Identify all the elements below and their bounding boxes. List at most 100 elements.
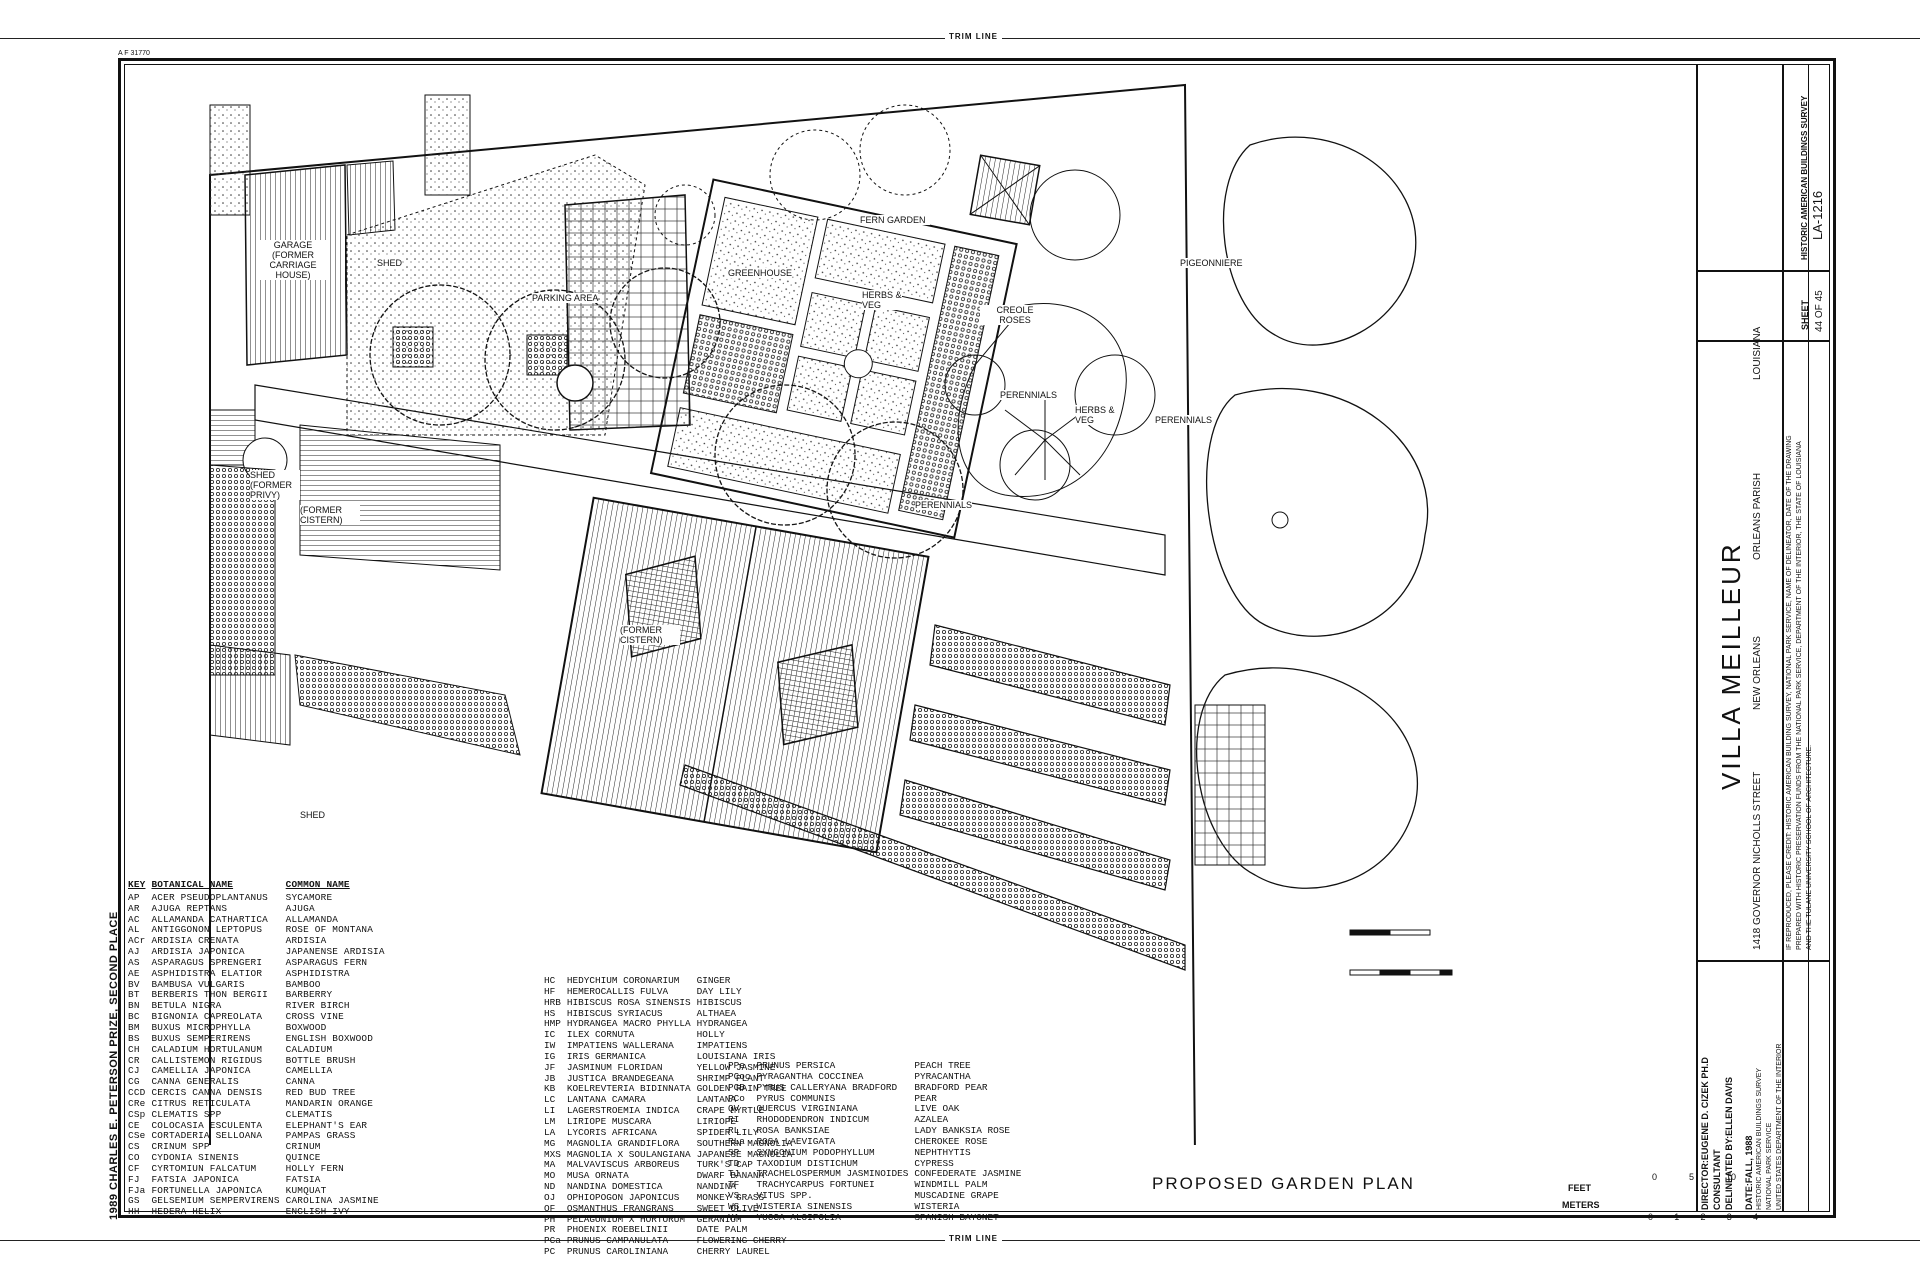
key-common: AJUGA xyxy=(285,902,315,914)
key-common: HOLLY FERN xyxy=(285,1162,344,1174)
key-botanical: OPHIOPOGON JAPONICUS xyxy=(566,1191,680,1203)
key-code: CCD xyxy=(128,1087,146,1099)
key-common: HIBISCUS xyxy=(696,996,742,1008)
key-code: YA xyxy=(728,1211,740,1223)
key-common: HYDRANGEA xyxy=(696,1018,748,1030)
key-botanical: AJUGA REPTANS xyxy=(151,902,228,914)
key-code: MXS xyxy=(544,1148,561,1160)
key-common: LADY BANKSIA ROSE xyxy=(914,1125,1011,1137)
label-former-cistern-1: (FORMER CISTERN) xyxy=(300,505,360,525)
key-botanical: PRUNUS CAMPANULATA xyxy=(566,1235,669,1247)
key-common: ROSE OF MONTANA xyxy=(285,924,374,936)
key-code: CS xyxy=(128,1141,140,1153)
key-botanical: TRACHYCARPUS FORTUNEI xyxy=(756,1179,875,1191)
key-code: AP xyxy=(128,891,140,903)
key-common: ASPHIDISTRA xyxy=(285,967,350,979)
key-code: TF xyxy=(728,1179,740,1191)
key-common: SOUTHERN MAGNOLIA xyxy=(696,1137,793,1149)
label-perennials-1: PERENNIALS xyxy=(1000,390,1058,400)
key-code: MO xyxy=(544,1170,556,1182)
scale-feet-ticks: 0 5 10 xyxy=(1652,1172,1736,1182)
key-common: NEPHTHYTIS xyxy=(914,1146,971,1158)
key-code: KB xyxy=(544,1083,556,1095)
key-common: SWEET OLIVE xyxy=(696,1202,759,1214)
key-common: QUINCE xyxy=(285,1152,321,1164)
key-common: SYCAMORE xyxy=(285,891,333,903)
key-code: OJ xyxy=(544,1191,556,1203)
key-common: GOLDEN RAIN TREE xyxy=(696,1083,787,1095)
key-common: SPANISH BAYONET xyxy=(914,1211,999,1223)
key-botanical: YUCCA ALOIFOLIA xyxy=(756,1211,841,1223)
key-common: CHEROKEE ROSE xyxy=(914,1135,988,1147)
key-botanical: CORTADERIA SELLOANA xyxy=(151,1130,263,1142)
key-common: JAPANENSE ARDISIA xyxy=(285,946,385,958)
key-code: PCa xyxy=(544,1235,561,1247)
key-common: CROSS VINE xyxy=(285,1011,344,1023)
key-common: WISTERIA xyxy=(914,1200,960,1212)
key-botanical: HEDYCHIUM CORONARIUM xyxy=(566,975,680,986)
scale-tick: 3 xyxy=(1726,1212,1732,1222)
key-code: HH xyxy=(128,1206,140,1218)
key-code: PCB xyxy=(728,1081,745,1093)
key-botanical: CRINUM SPP xyxy=(151,1141,210,1153)
key-botanical: LANTANA CAMARA xyxy=(566,1094,646,1106)
key-botanical: ASPHIDISTRA ELATIOR xyxy=(151,967,263,979)
key-botanical: QUERCUS VIRGINIANA xyxy=(756,1103,858,1115)
key-code: TJ xyxy=(728,1168,740,1180)
sheet-frame xyxy=(118,58,1836,1218)
key-code: PCo xyxy=(728,1092,745,1104)
key-code: TD xyxy=(728,1157,740,1169)
sheet-inner-border xyxy=(124,64,1830,1212)
key-botanical: JASMINUM FLORIDAN xyxy=(566,1061,663,1073)
key-botanical: FATSIA JAPONICA xyxy=(151,1173,239,1185)
key-code: LC xyxy=(544,1094,556,1106)
scale-tick: 4 xyxy=(1752,1212,1758,1222)
key-code: GS xyxy=(128,1195,140,1207)
key-code: IC xyxy=(544,1029,556,1041)
key-botanical: PRUNUS CAROLINIANA xyxy=(566,1246,669,1258)
label-shed-bottom: SHED xyxy=(300,810,326,820)
prize-label: 1989 CHARLES E. PETERSON PRIZE, SECOND P… xyxy=(108,911,120,1220)
key-code: FJa xyxy=(128,1184,146,1196)
label-garage: GARAGE (FORMER CARRIAGE HOUSE) xyxy=(258,240,328,280)
key-botanical: ARDISIA JAPONICA xyxy=(151,946,245,958)
key-code: LA xyxy=(544,1126,556,1138)
sheet-number: 44 OF 45 xyxy=(1814,290,1825,332)
key-botanical: HIBISCUS ROSA SINENSIS xyxy=(566,996,691,1008)
key-botanical: MAGNOLIA GRANDIFLORA xyxy=(566,1137,680,1149)
label-perennials-3: PERENNIALS xyxy=(1155,415,1213,425)
key-botanical: CALADIUM HORTULANUM xyxy=(151,1043,263,1055)
key-code: CF xyxy=(128,1162,140,1174)
key-common: MANDARIN ORANGE xyxy=(285,1097,374,1109)
key-code: AJ xyxy=(128,946,140,958)
key-botanical: BAMBUSA VULGARIS xyxy=(151,978,245,990)
key-code: QV xyxy=(728,1103,740,1115)
key-common: PYRACANTHA xyxy=(914,1070,971,1082)
label-herbs-veg-2: HERBS & VEG xyxy=(1075,405,1115,425)
label-creole-roses: CREOLE ROSES xyxy=(980,305,1050,325)
